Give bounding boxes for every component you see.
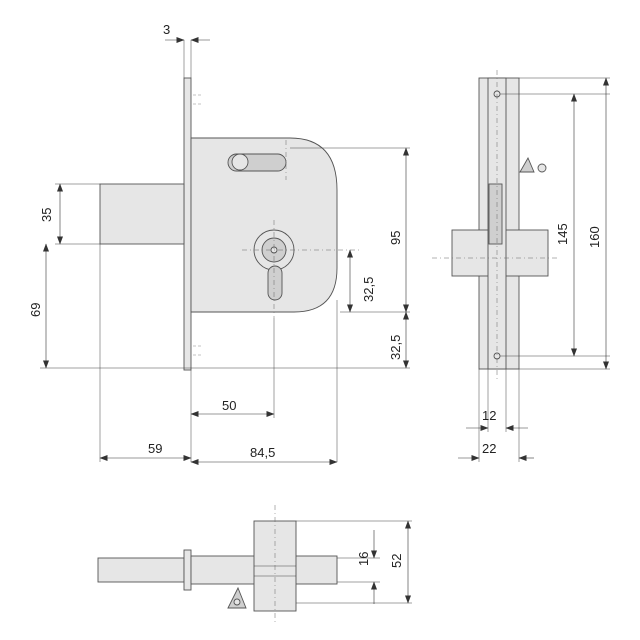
dim-bolt-throw: 59 bbox=[148, 441, 162, 456]
dim-keyhole-offset: 32,5 bbox=[361, 277, 376, 302]
lock-case bbox=[190, 137, 338, 313]
bolt bbox=[99, 183, 185, 245]
dim-bolt-offset-bottom: 69 bbox=[28, 303, 43, 317]
dim-backset: 50 bbox=[222, 398, 236, 413]
top-view: 16 52 bbox=[97, 505, 412, 625]
dim-bottom-offset: 32,5 bbox=[388, 335, 403, 360]
dim-bolt-thickness: 16 bbox=[356, 552, 371, 566]
dim-screw-spacing: 145 bbox=[555, 223, 570, 245]
side-view: 145 160 12 22 bbox=[432, 70, 610, 462]
top-faceplate bbox=[183, 549, 192, 591]
side-latch-window bbox=[488, 183, 503, 245]
dim-case-depth: 84,5 bbox=[250, 445, 275, 460]
front-view: 3 35 69 95 32,5 32,5 50 59 84,5 bbox=[28, 22, 410, 465]
dim-bolt-height: 35 bbox=[39, 208, 54, 222]
side-latch bbox=[519, 156, 535, 173]
dim-case-height: 95 bbox=[388, 231, 403, 245]
dim-case-width: 12 bbox=[482, 408, 496, 423]
top-latch bbox=[227, 586, 247, 609]
dim-faceplate-width: 22 bbox=[482, 441, 496, 456]
top-bolt bbox=[97, 557, 185, 583]
faceplate bbox=[183, 77, 192, 371]
dim-faceplate-thickness: 3 bbox=[163, 22, 170, 37]
dim-faceplate-length: 160 bbox=[587, 226, 602, 248]
dim-bolt-length: 52 bbox=[389, 554, 404, 568]
